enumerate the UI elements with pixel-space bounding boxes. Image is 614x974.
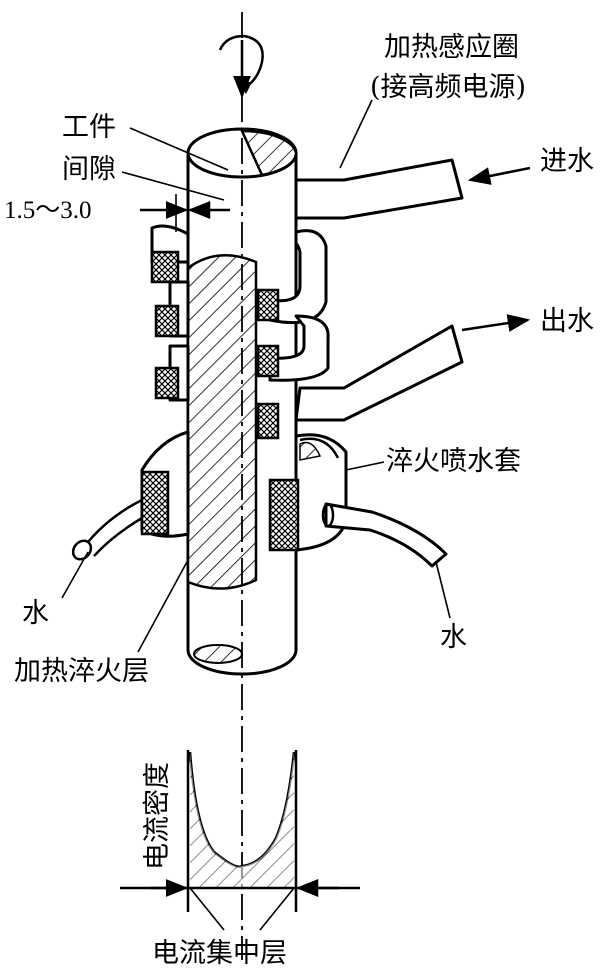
inductor-note-label: (接高频电源) <box>370 72 526 103</box>
gap-value-label: 1.5～3.0 <box>4 197 92 224</box>
inductor-label: 加热感应圈 <box>384 32 519 63</box>
jacket-section-right <box>268 478 300 552</box>
current-density-plot <box>120 750 360 931</box>
spray-jacket-label: 淬火喷水套 <box>386 446 521 477</box>
coil-section-right-2 <box>256 344 280 378</box>
coil-section-left-3 <box>154 366 180 400</box>
spray-jacket <box>71 430 448 568</box>
coil-section-left-1 <box>150 250 180 284</box>
water-left-label: 水 <box>22 598 49 629</box>
inductor-coil <box>150 158 464 440</box>
gap-label: 间隙 <box>62 154 116 185</box>
workpiece-label: 工件 <box>62 112 116 143</box>
leader-lines <box>61 99 531 653</box>
coil-section-left-2 <box>154 304 180 338</box>
water-right-label: 水 <box>440 622 467 653</box>
coil-section-right-3 <box>256 402 280 440</box>
current-density-label: 电流密度 <box>142 762 173 870</box>
jacket-section-left <box>140 470 170 536</box>
coil-section-right-1 <box>256 288 280 322</box>
hardened-layer-label: 加热淬火层 <box>14 656 149 687</box>
current-layer-label: 电流集中层 <box>152 938 287 969</box>
water-in-label: 进水 <box>540 146 594 177</box>
rotation-arrow-icon <box>218 34 264 99</box>
hardened-layer-band <box>186 254 258 590</box>
water-out-label: 出水 <box>540 306 594 337</box>
